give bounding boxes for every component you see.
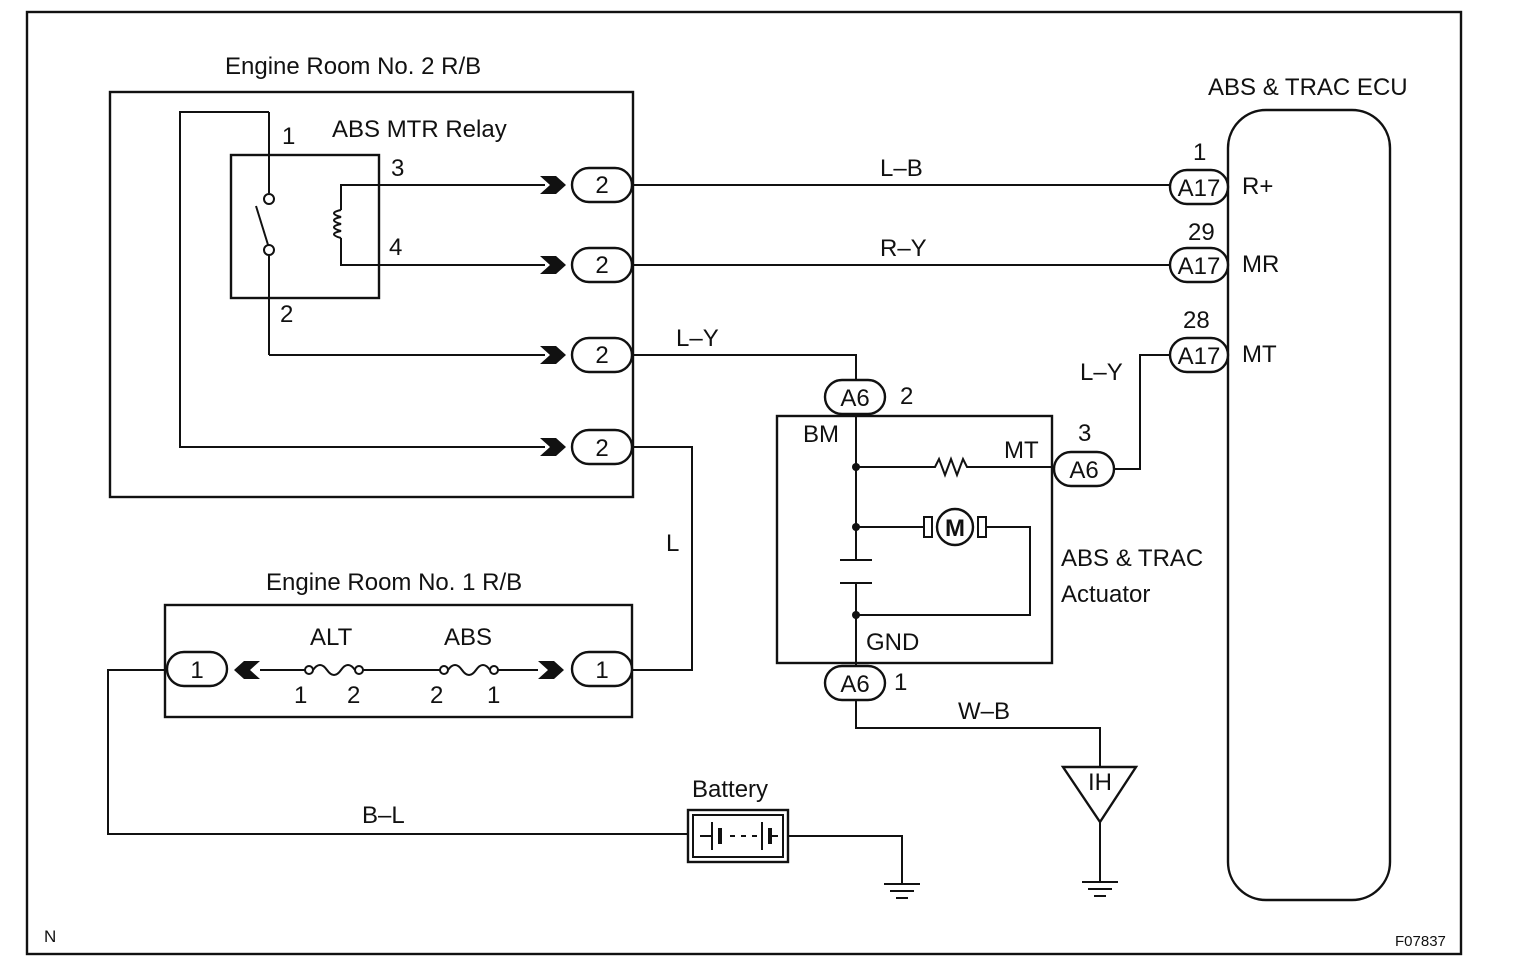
svg-text:A6: A6 [1069,457,1098,484]
svg-text:2: 2 [595,172,608,199]
abs-trac-actuator: A6 2 BM MT GND M ABS & TRAC Actuator A6 … [775,378,1203,702]
corner-label-right: F07837 [1395,933,1446,950]
fuse-abs-pin-right: 1 [487,682,500,709]
ground-ih: IH [1060,765,1139,897]
a17-connector-r: A17 [1168,168,1230,206]
abs-mtr-relay-title: ABS MTR Relay [332,116,507,143]
ground-battery [884,883,920,899]
er2-connector-1: 2 [540,166,634,204]
engine-room-no1-block: Engine Room No. 1 R/B 1 1 ALT 1 2 ABS 2 [163,569,634,719]
svg-text:A17: A17 [1178,253,1221,280]
er1-connector-left: 1 [165,650,260,688]
svg-text:A17: A17 [1178,343,1221,370]
fuse-alt-pin-left: 1 [294,682,307,709]
wire-wb-label: W–B [958,698,1010,725]
actuator-terminal-gnd: GND [866,629,919,656]
a17-connector-mt: A17 [1168,336,1230,374]
relay-pin-1: 1 [282,123,295,150]
wire-l-label: L [666,530,679,557]
actuator-terminal-bm: BM [803,421,839,448]
er2-connector-2: 2 [540,246,634,284]
abs-fuse-icon [439,664,499,676]
a17-pin-mr: 29 [1188,219,1215,246]
fuse-abs-label: ABS [444,624,492,651]
corner-label-left: N [44,927,56,946]
a17-pin-r: 1 [1193,139,1206,166]
battery-label: Battery [692,776,768,803]
actuator-label-line2: Actuator [1061,581,1150,608]
svg-text:IH: IH [1088,769,1112,796]
svg-text:1: 1 [190,657,203,684]
svg-text:2: 2 [595,252,608,279]
abs-mtr-relay-box [229,153,381,300]
ecu-terminal-mr: MR [1242,251,1279,278]
engine-room-no2-title: Engine Room No. 2 R/B [225,53,481,80]
fuse-alt-pin-right: 2 [347,682,360,709]
engine-room-no2-block: Engine Room No. 2 R/B ABS MTR Relay 1 2 … [108,53,635,499]
battery-icon [686,808,790,864]
relay-pin-3: 3 [391,155,404,182]
battery: Battery [686,776,790,864]
wire-ry-label: R–Y [880,235,927,262]
actuator-terminal-mt: MT [1004,437,1039,464]
ecu-terminal-mt: MT [1242,341,1277,368]
wire-bl-label: B–L [362,802,405,829]
svg-text:A17: A17 [1178,175,1221,202]
er1-connector-right: 1 [538,650,634,688]
relay-pin-2: 2 [280,301,293,328]
wire-ly-mt-label: L–Y [1080,359,1123,386]
er2-connector-3: 2 [540,336,634,374]
fuse-abs-pin-left: 2 [430,682,443,709]
svg-text:2: 2 [595,342,608,369]
a6-pin-bm: 2 [900,383,913,410]
a6-connector-gnd: A6 [823,664,887,702]
abs-trac-ecu: ABS & TRAC ECU A17 A17 A17 1 29 28 R+ MR… [1168,74,1408,902]
ecu-title: ABS & TRAC ECU [1208,74,1408,101]
wire-lb-label: L–B [880,155,923,182]
svg-text:2: 2 [595,435,608,462]
relay-pin-4: 4 [389,234,402,261]
wire-ly-relay-label: L–Y [676,325,719,352]
a17-connector-mr: A17 [1168,246,1230,284]
svg-text:A6: A6 [840,385,869,412]
ecu-terminal-r-plus: R+ [1242,173,1273,200]
alt-fuse-icon [304,664,364,676]
engine-room-no1-title: Engine Room No. 1 R/B [266,569,522,596]
diagram-frame [25,10,1463,956]
a6-connector-bm: A6 [823,378,887,416]
svg-text:M: M [945,515,965,542]
motor-icon: M [923,507,987,547]
fuse-alt-label: ALT [310,624,353,651]
a6-connector-mt: A6 [1052,450,1116,488]
svg-text:1: 1 [595,657,608,684]
a6-pin-gnd: 1 [894,669,907,696]
actuator-label-line1: ABS & TRAC [1061,545,1203,572]
svg-text:A6: A6 [840,671,869,698]
a17-pin-mt: 28 [1183,307,1210,334]
a6-pin-mt: 3 [1078,420,1091,447]
er2-connector-4: 2 [540,428,634,466]
